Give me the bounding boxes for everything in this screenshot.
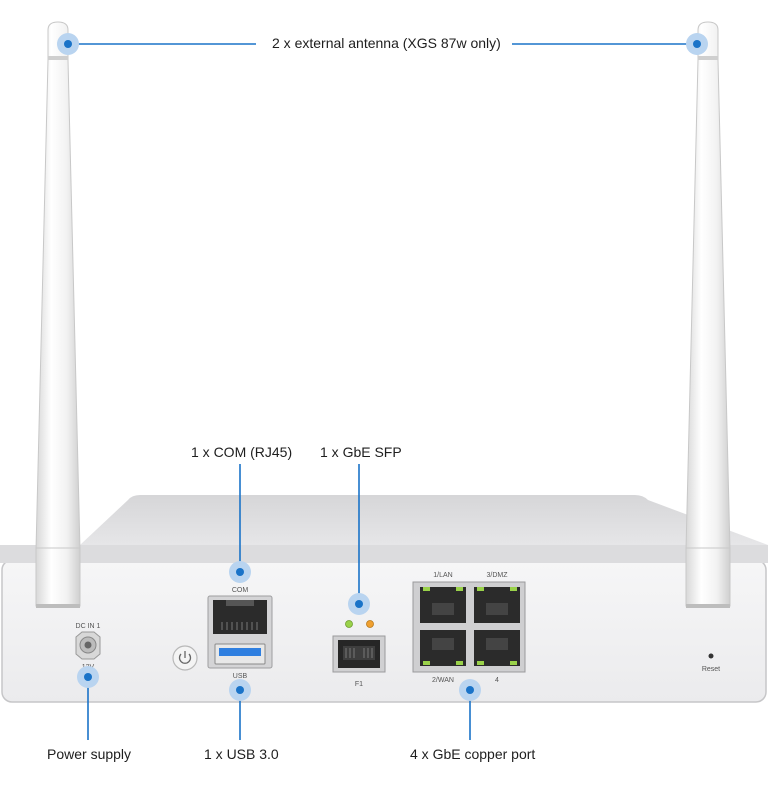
port1-label: 1/LAN — [433, 572, 452, 579]
sfp-led-green — [345, 620, 353, 628]
callout-usb: 1 x USB 3.0 — [204, 746, 279, 762]
callout-lines — [68, 43, 696, 740]
chassis-front-panel — [1, 559, 767, 703]
sfp-label: F1 — [355, 681, 363, 688]
callout-com: 1 x COM (RJ45) — [191, 444, 293, 460]
copper-port-1[interactable] — [420, 587, 466, 623]
copper-port-3[interactable] — [474, 587, 520, 623]
callout-antenna: 2 x external antenna (XGS 87w only) — [272, 35, 501, 51]
marker-copper — [459, 679, 481, 701]
sfp-block: F1 — [332, 620, 386, 688]
usb-label: USB — [233, 673, 248, 680]
copper-ports-block: 1/LAN 3/DMZ 2/WAN 4 — [412, 572, 526, 684]
antenna-left — [35, 21, 81, 608]
port3-label: 3/DMZ — [487, 572, 509, 579]
reset-button[interactable]: Reset — [702, 653, 720, 674]
sfp-led-orange — [366, 620, 374, 628]
dc-in-label: DC IN 1 — [76, 623, 101, 630]
marker-com — [229, 561, 251, 583]
power-button[interactable] — [172, 645, 198, 671]
power-icon — [178, 653, 192, 664]
callout-sfp: 1 x GbE SFP — [320, 444, 402, 460]
marker-usb — [229, 679, 251, 701]
com-label: COM — [232, 587, 249, 594]
chassis-edge — [0, 545, 768, 563]
port4-label: 4 — [495, 677, 499, 684]
port2-label: 2/WAN — [432, 677, 454, 684]
copper-port-2[interactable] — [420, 630, 466, 666]
marker-antenna-right — [686, 33, 708, 55]
antenna-right — [685, 21, 731, 608]
copper-port-4[interactable] — [474, 630, 520, 666]
marker-sfp — [348, 593, 370, 615]
reset-label: Reset — [702, 666, 720, 673]
callout-markers — [57, 33, 708, 701]
marker-antenna-left — [57, 33, 79, 55]
com-usb-block: COM USB — [207, 587, 273, 680]
callout-power: Power supply — [47, 746, 132, 762]
marker-power — [77, 666, 99, 688]
dc-in-connector: DC IN 1 12V — [75, 623, 101, 671]
callout-copper: 4 x GbE copper port — [410, 746, 536, 762]
chassis-top — [80, 495, 768, 545]
